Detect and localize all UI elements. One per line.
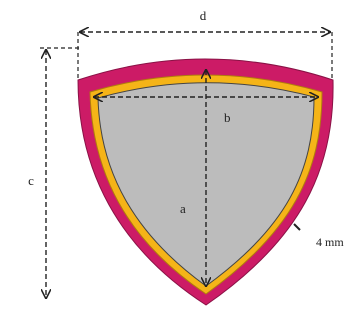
label-a: a [180,201,186,216]
label-b: b [224,110,231,125]
label-thickness: 4 mm [316,235,344,249]
thickness-tick [293,223,301,231]
label-d: d [200,8,207,23]
label-c: c [28,173,34,188]
